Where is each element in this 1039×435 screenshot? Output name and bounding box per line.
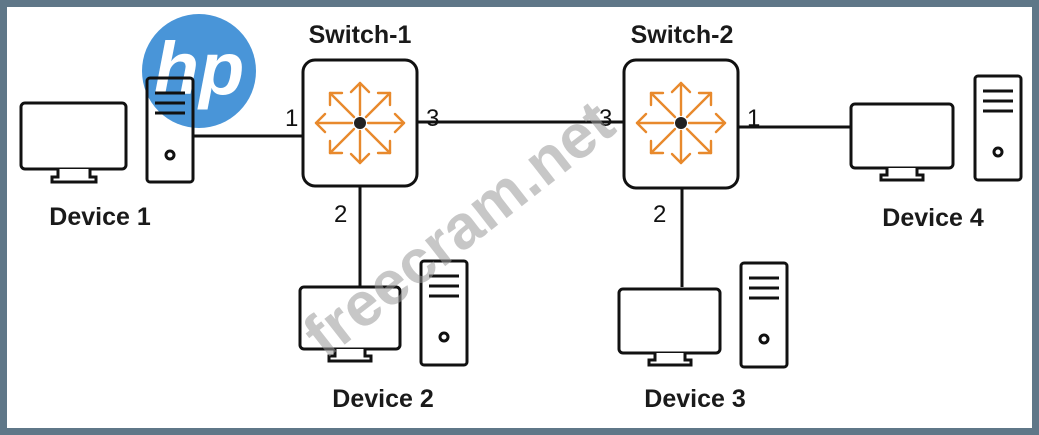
device-4-label: Device 4	[882, 204, 984, 232]
network-diagram: hp	[19, 14, 1023, 413]
device-1-computer	[19, 76, 195, 184]
monitor-icon	[849, 102, 955, 170]
switch-2-label: Switch-2	[631, 21, 734, 49]
device-1-label: Device 1	[49, 203, 151, 231]
switch-1-label: Switch-1	[309, 21, 412, 49]
switch-2-port-3: 3	[599, 105, 612, 132]
hp-logo: hp	[142, 14, 256, 128]
monitor-icon	[19, 101, 128, 171]
monitor-stand	[879, 168, 925, 182]
svg-text:hp: hp	[154, 27, 244, 110]
switch-2-port-2: 2	[653, 201, 666, 228]
monitor-icon	[617, 287, 722, 355]
device-2-computer	[298, 259, 469, 367]
switch-1-port-2: 2	[334, 201, 347, 228]
device-3-computer	[617, 261, 789, 369]
switch-1	[301, 58, 419, 188]
tower-icon	[145, 76, 195, 184]
device-2-label: Device 2	[332, 385, 433, 413]
switch-1-icon	[314, 81, 406, 165]
switch-1-port-1: 1	[285, 105, 298, 132]
device-4-computer	[849, 74, 1023, 182]
switch-2-icon	[635, 81, 727, 165]
switch-2	[622, 58, 740, 190]
monitor-stand	[50, 169, 98, 184]
switch-2-port-1: 1	[747, 105, 760, 132]
switch-1-port-3: 3	[426, 105, 439, 132]
links	[192, 120, 851, 287]
monitor-stand	[327, 349, 373, 363]
monitor-stand	[647, 353, 693, 367]
device-3-label: Device 3	[644, 385, 745, 413]
